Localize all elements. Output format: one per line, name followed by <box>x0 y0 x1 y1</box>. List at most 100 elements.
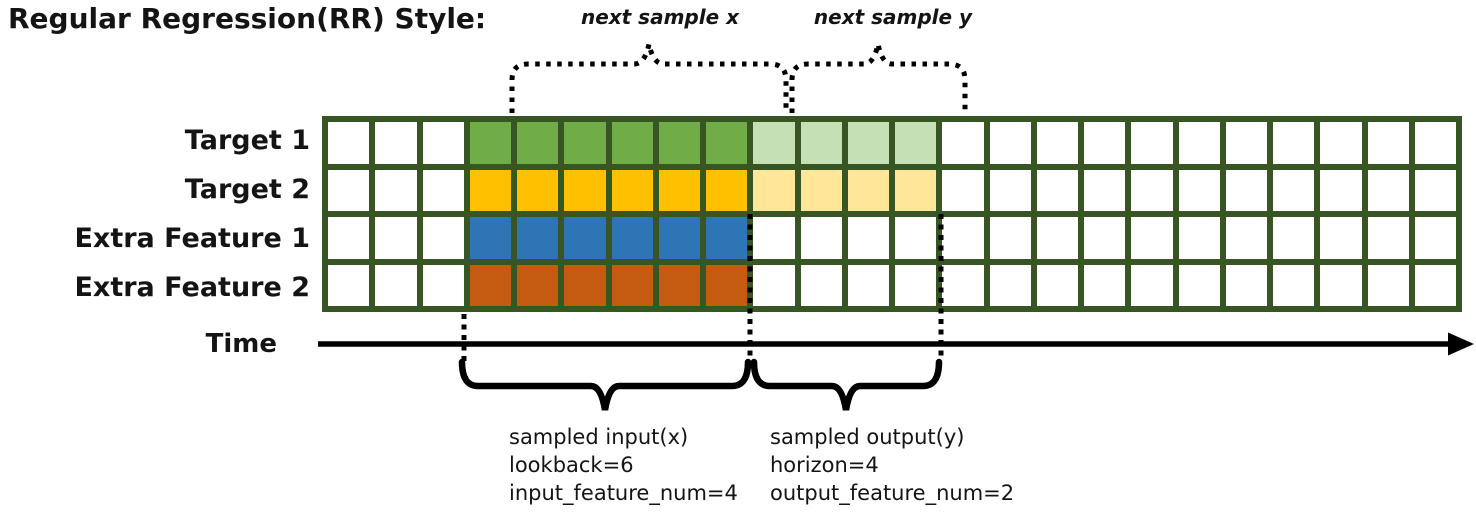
grid-cell <box>1131 217 1173 259</box>
grid-cell <box>1273 122 1315 164</box>
page-title: Regular Regression(RR) Style: <box>8 2 487 35</box>
next-sample-x-brace <box>509 43 789 113</box>
grid-cell <box>1131 122 1173 164</box>
grid-cell <box>1178 169 1220 211</box>
grid-cell <box>1225 169 1267 211</box>
grid-cell <box>564 169 606 211</box>
grid-cell <box>942 217 984 259</box>
grid-cell <box>1225 217 1267 259</box>
sampled-input-callout: sampled input(x) lookback=6 input_featur… <box>509 423 738 507</box>
grid-cell <box>895 264 937 306</box>
grid-cell <box>1036 217 1078 259</box>
grid-cell <box>328 122 370 164</box>
sampled-input-brace <box>458 358 752 411</box>
row-label-target-1: Target 1 <box>184 125 310 156</box>
grid-cell <box>1225 264 1267 306</box>
grid-cell <box>658 169 700 211</box>
grid-cell <box>1084 264 1126 306</box>
grid-cell <box>706 169 748 211</box>
grid-cell <box>469 122 511 164</box>
grid-cell <box>847 264 889 306</box>
next-sample-y-label: next sample y <box>813 5 973 29</box>
grid-cell <box>1320 264 1362 306</box>
grid-cell <box>706 217 748 259</box>
grid-cell <box>469 217 511 259</box>
grid-cell <box>800 217 842 259</box>
grid-cell <box>1178 122 1220 164</box>
sampled-output-callout: sampled output(y) horizon=4 output_featu… <box>770 423 1014 507</box>
grid-cell <box>942 169 984 211</box>
grid-cell <box>1036 122 1078 164</box>
grid-cell <box>658 264 700 306</box>
grid-cell <box>611 122 653 164</box>
grid-cell <box>517 122 559 164</box>
grid-cell <box>1320 169 1362 211</box>
sampled-output-title: sampled output(y) <box>770 425 965 449</box>
grid-cell <box>328 217 370 259</box>
sample-grid <box>322 116 1462 312</box>
input-feature-num: input_feature_num=4 <box>509 481 738 505</box>
grid-cell <box>753 264 795 306</box>
grid-cell <box>1320 122 1362 164</box>
grid-cell <box>564 217 606 259</box>
grid-cell <box>989 122 1031 164</box>
grid-cell <box>328 169 370 211</box>
lookback-value: lookback=6 <box>509 453 634 477</box>
grid-cell <box>564 122 606 164</box>
grid-cell <box>942 122 984 164</box>
grid-cell <box>1178 217 1220 259</box>
grid-cell <box>989 264 1031 306</box>
grid-cell <box>1367 122 1409 164</box>
grid-cell <box>328 264 370 306</box>
grid-cell <box>989 169 1031 211</box>
grid-cell <box>422 217 464 259</box>
grid-cell <box>800 264 842 306</box>
grid-cell <box>564 264 606 306</box>
grid-cell <box>895 169 937 211</box>
grid-cell <box>1178 264 1220 306</box>
time-arrow-head <box>1448 332 1474 356</box>
sampled-output-brace <box>750 358 943 411</box>
grid-cell <box>706 264 748 306</box>
grid-cell <box>1036 264 1078 306</box>
grid-cell <box>422 264 464 306</box>
grid-cell <box>1273 264 1315 306</box>
grid-cell <box>753 169 795 211</box>
grid-cell <box>1414 122 1456 164</box>
grid-cell <box>895 122 937 164</box>
grid-cell <box>1084 169 1126 211</box>
grid-cell <box>847 169 889 211</box>
grid-cell <box>1131 264 1173 306</box>
grid-cell <box>517 169 559 211</box>
output-feature-num: output_feature_num=2 <box>770 481 1015 505</box>
sampled-input-title: sampled input(x) <box>509 425 689 449</box>
grid-cell <box>753 217 795 259</box>
grid-cell <box>611 169 653 211</box>
grid-cell <box>1084 217 1126 259</box>
row-label-extra-feature-2: Extra Feature 2 <box>74 272 310 303</box>
grid-cell <box>1131 169 1173 211</box>
grid-cell <box>611 217 653 259</box>
next-sample-x-label: next sample x <box>580 5 740 29</box>
row-label-extra-feature-1: Extra Feature 1 <box>74 223 310 254</box>
grid-cell <box>375 217 417 259</box>
grid-cell <box>517 217 559 259</box>
grid-cell <box>517 264 559 306</box>
grid-cell <box>375 122 417 164</box>
next-sample-y-brace <box>789 43 968 113</box>
grid-cell <box>1084 122 1126 164</box>
grid-cell <box>989 217 1031 259</box>
row-label-target-2: Target 2 <box>184 174 310 205</box>
grid-cell <box>469 264 511 306</box>
grid-cell <box>1225 122 1267 164</box>
grid-cell <box>800 122 842 164</box>
grid-cell <box>800 169 842 211</box>
grid-cell <box>422 122 464 164</box>
grid-cell <box>1273 169 1315 211</box>
grid-cell <box>658 217 700 259</box>
grid-cell <box>611 264 653 306</box>
grid-cell <box>375 169 417 211</box>
grid-cell <box>942 264 984 306</box>
grid-cell <box>847 122 889 164</box>
grid-cell <box>1414 217 1456 259</box>
